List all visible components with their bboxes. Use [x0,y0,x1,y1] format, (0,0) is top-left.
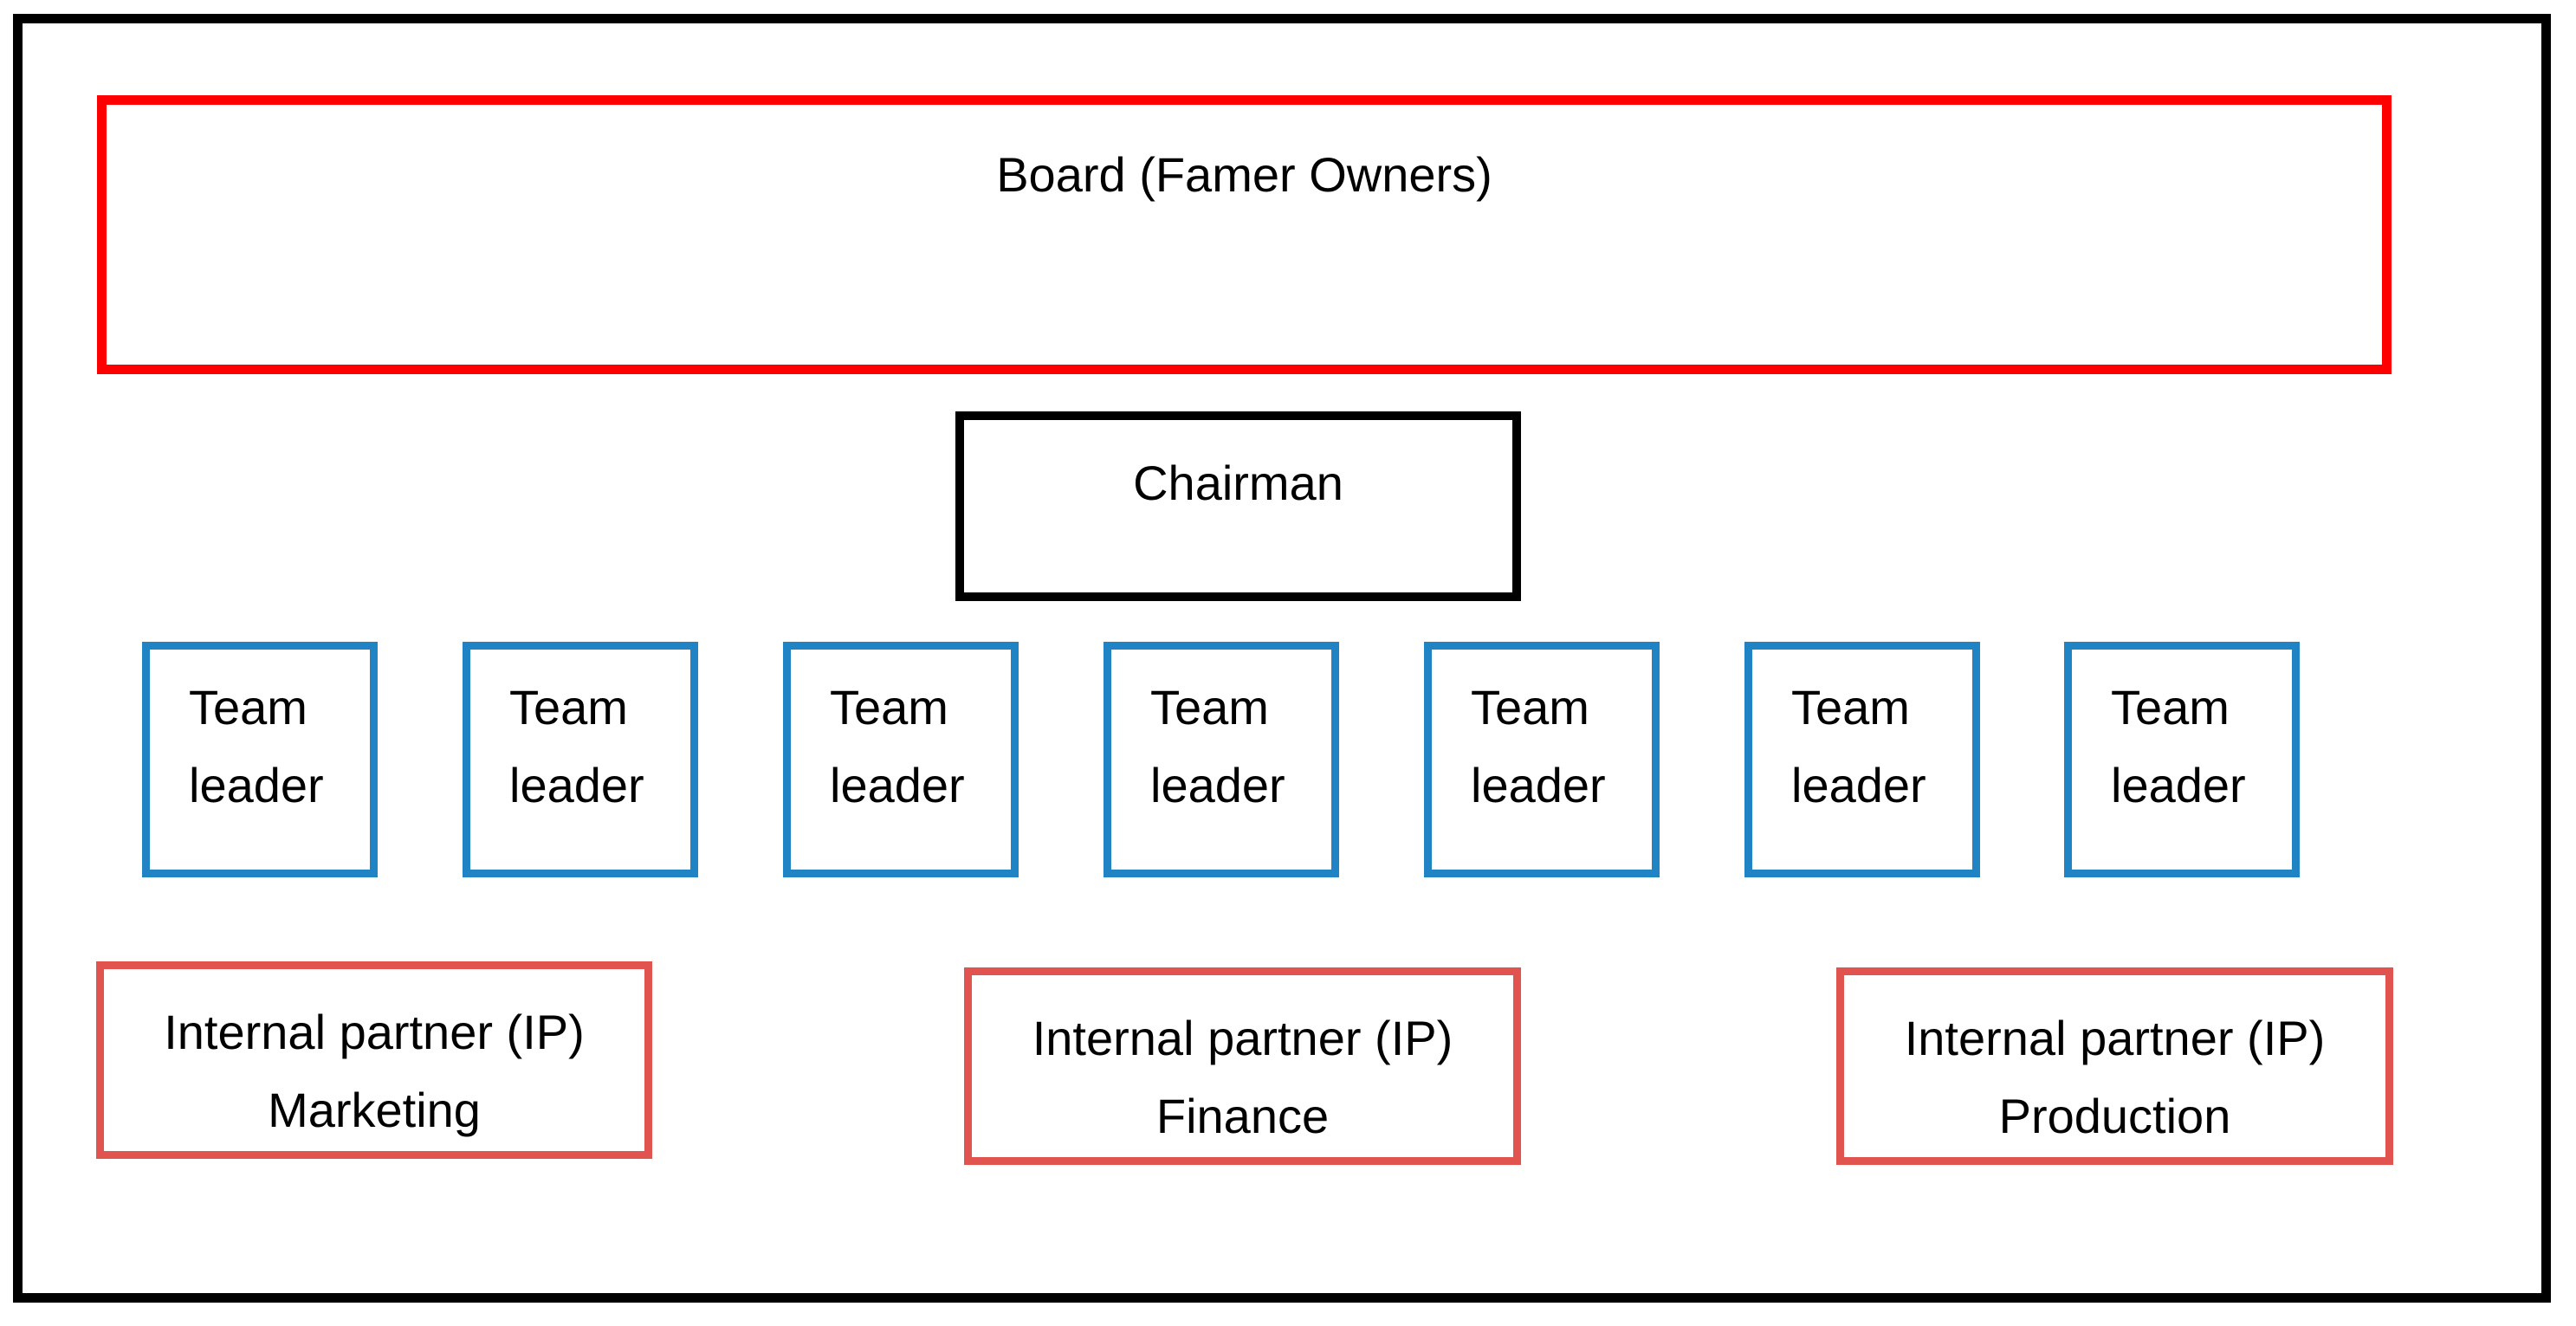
team-leader-box: Team leader [1104,642,1339,877]
team-leader-label-line1: Team [509,680,628,734]
internal-partner-finance-box: Internal partner (IP) Finance [964,967,1521,1165]
team-leader-box: Team leader [463,642,698,877]
team-leader-label-line1: Team [1791,680,1910,734]
team-leader-label-line2: leader [189,758,324,812]
internal-partner-title: Internal partner (IP) [1032,1011,1453,1065]
team-leader-label-line1: Team [189,680,307,734]
chairman-box: Chairman [955,411,1521,601]
team-leader-label-line1: Team [830,680,948,734]
internal-partner-production-box: Internal partner (IP) Production [1836,967,2393,1165]
team-leader-box: Team leader [2064,642,2300,877]
team-leader-label-line2: leader [509,758,644,812]
team-leader-label-line2: leader [830,758,965,812]
team-leader-label-line2: leader [1791,758,1926,812]
diagram-frame [13,14,2551,1303]
team-leader-label-line1: Team [2111,680,2230,734]
chairman-label: Chairman [1133,456,1343,510]
team-leader-label-line1: Team [1150,680,1269,734]
internal-partner-department: Production [1998,1089,2231,1143]
team-leader-box: Team leader [1744,642,1980,877]
internal-partner-title: Internal partner (IP) [1904,1011,2326,1065]
internal-partner-title: Internal partner (IP) [164,1005,585,1059]
team-leader-label-line2: leader [1150,758,1285,812]
internal-partner-department: Finance [1155,1089,1330,1143]
team-leader-label-line1: Team [1471,680,1589,734]
internal-partner-department: Marketing [268,1083,481,1137]
team-leader-label-line2: leader [1471,758,1606,812]
board-label: Board (Famer Owners) [996,147,1492,202]
internal-partner-marketing-box: Internal partner (IP) Marketing [96,961,652,1159]
board-box: Board (Famer Owners) [97,95,2392,374]
team-leader-label-line2: leader [2111,758,2246,812]
team-leader-box: Team leader [1424,642,1660,877]
team-leader-box: Team leader [783,642,1019,877]
team-leader-box: Team leader [142,642,378,877]
